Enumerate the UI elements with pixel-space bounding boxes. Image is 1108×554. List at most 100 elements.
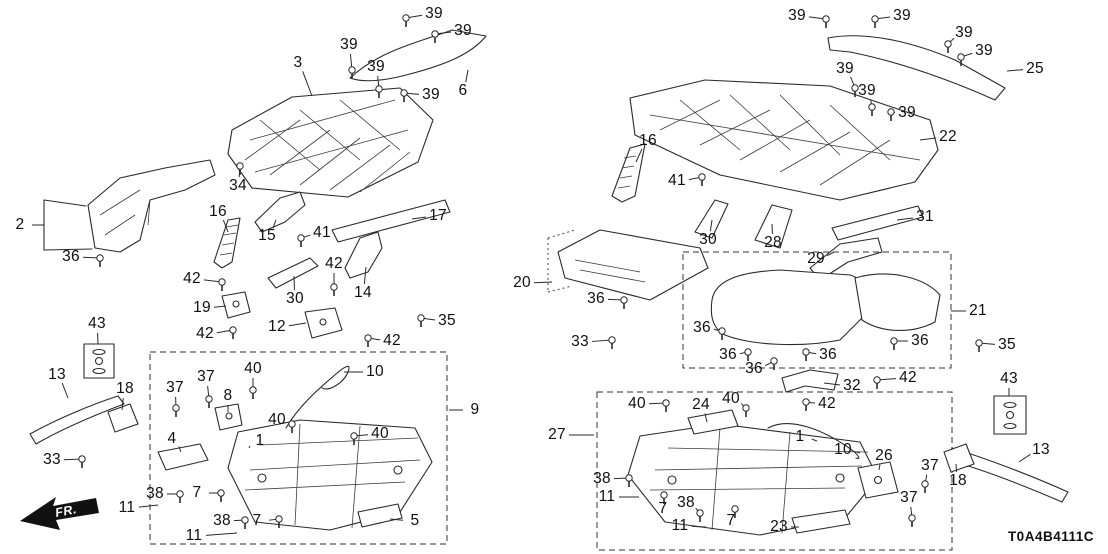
callout-26: 26: [875, 447, 893, 464]
callout-11: 11: [185, 527, 203, 544]
callout-3: 3: [293, 54, 303, 71]
callout-2: 2: [15, 216, 25, 233]
fastener-icon: [78, 455, 86, 468]
fastener-icon: [218, 278, 226, 291]
callout-38: 38: [213, 512, 231, 529]
callout-42: 42: [383, 332, 401, 349]
fastener-icon: [431, 30, 439, 43]
fastener-icon: [802, 348, 810, 361]
fastener-icon: [908, 514, 916, 527]
fastener-icon: [660, 491, 668, 504]
fastener-icon: [241, 516, 249, 529]
fastener-icon: [770, 357, 778, 370]
callout-15: 15: [258, 227, 276, 244]
callout-39: 39: [955, 24, 973, 41]
callout-36: 36: [911, 332, 929, 349]
fastener-icon: [718, 327, 726, 340]
callout-24: 24: [692, 396, 710, 413]
fastener-icon: [229, 326, 237, 339]
callout-36: 36: [819, 346, 837, 363]
fastener-icon: [871, 15, 879, 28]
callout-4: 4: [167, 430, 177, 447]
callout-7: 7: [252, 512, 262, 529]
callout-38: 38: [146, 485, 164, 502]
fastener-icon: [288, 420, 296, 433]
callout-42: 42: [325, 255, 343, 272]
callout-39: 39: [898, 104, 916, 121]
callout-34: 34: [229, 177, 247, 194]
fastener-icon: [868, 103, 876, 116]
callout-39: 39: [858, 82, 876, 99]
fastener-icon: [662, 399, 670, 412]
callout-6: 6: [458, 82, 468, 99]
fastener-icon: [417, 314, 425, 327]
fastener-icon: [176, 490, 184, 503]
fastener-icon: [96, 254, 104, 267]
fastener-icon: [975, 339, 983, 352]
callout-42: 42: [899, 369, 917, 386]
callout-22: 22: [939, 128, 957, 145]
callout-40: 40: [722, 390, 740, 407]
callout-39: 39: [788, 7, 806, 24]
callout-39: 39: [425, 5, 443, 22]
callout-43: 43: [88, 315, 106, 332]
callout-38: 38: [593, 470, 611, 487]
callout-35: 35: [998, 336, 1016, 353]
callout-14: 14: [354, 284, 372, 301]
callout-37: 37: [900, 489, 918, 506]
callout-10: 10: [366, 363, 384, 380]
callout-39: 39: [367, 58, 385, 75]
callout-27: 27: [548, 426, 566, 443]
callout-12: 12: [268, 318, 286, 335]
fastener-icon: [350, 432, 358, 445]
fastener-icon: [957, 53, 965, 66]
fastener-icon: [873, 376, 881, 389]
callout-38: 38: [677, 494, 695, 511]
callout-11: 11: [671, 517, 689, 534]
fastener-icon: [742, 404, 750, 417]
fastener-icon: [172, 404, 180, 417]
fastener-icon: [364, 334, 372, 347]
callout-16: 16: [209, 203, 227, 220]
fastener-icon: [205, 395, 213, 408]
callout-7: 7: [726, 512, 736, 529]
callout-18: 18: [949, 472, 967, 489]
fastener-icon: [731, 505, 739, 518]
callout-40: 40: [371, 425, 389, 442]
fastener-icon: [851, 84, 859, 97]
callout-43: 43: [1000, 370, 1018, 387]
callout-10: 10: [834, 441, 852, 458]
callout-40: 40: [268, 411, 286, 428]
callout-36: 36: [719, 346, 737, 363]
callout-13: 13: [48, 366, 66, 383]
callout-17: 17: [429, 207, 447, 224]
callout-39: 39: [340, 36, 358, 53]
fastener-icon: [802, 398, 810, 411]
fastener-icon: [608, 336, 616, 349]
fastener-icon: [375, 85, 383, 98]
callout-37: 37: [921, 457, 939, 474]
callout-36: 36: [693, 319, 711, 336]
fastener-icon: [400, 89, 408, 102]
callout-7: 7: [192, 484, 202, 501]
fastener-icon: [348, 66, 356, 79]
callout-37: 37: [166, 379, 184, 396]
fastener-icon: [236, 162, 244, 175]
callout-20: 20: [513, 274, 531, 291]
callout-11: 11: [118, 499, 136, 516]
callout-42: 42: [196, 325, 214, 342]
callout-30: 30: [699, 231, 717, 248]
callout-41: 41: [668, 172, 686, 189]
callout-1: 1: [795, 428, 805, 445]
callout-33: 33: [571, 333, 589, 350]
callout-28: 28: [764, 234, 782, 251]
fastener-icon: [330, 283, 338, 296]
fastener-icon: [698, 173, 706, 186]
fastener-icon: [249, 386, 257, 399]
callout-8: 8: [223, 387, 233, 404]
callout-36: 36: [745, 360, 763, 377]
fastener-icon: [890, 337, 898, 350]
fastener-icon: [625, 474, 633, 487]
callout-25: 25: [1026, 60, 1044, 77]
